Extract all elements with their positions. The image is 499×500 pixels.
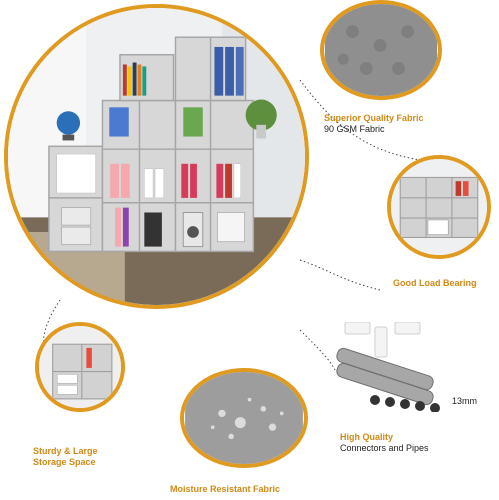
moisture-label: Moisture Resistant Fabric [170,484,310,495]
connectors-and-pipes-image [335,321,445,413]
fabric-title: Superior Quality Fabric [324,113,424,123]
load-bearing-image [387,155,491,259]
connectors-label: High Quality Connectors and Pipes [340,432,480,454]
fabric-label: Superior Quality Fabric 90 GSM Fabric [324,113,454,135]
connectors-title: High Quality [340,432,394,442]
load-label: Good Load Bearing [393,278,499,289]
storage-label: Sturdy & Large Storage Space [33,446,163,468]
load-title: Good Load Bearing [393,278,477,288]
pipe-dimension-value: 13mm [452,396,478,406]
main-shelf-image [4,4,309,309]
moisture-image [180,368,308,468]
storage-title-line1: Sturdy & Large [33,446,98,456]
moisture-title: Moisture Resistant Fabric [170,484,281,494]
fabric-texture-image [320,0,442,100]
connectors-subtitle: Connectors and Pipes [340,443,429,453]
storage-title-line2: Storage Space [33,457,96,467]
fabric-subtitle: 90 GSM Fabric [324,124,385,134]
storage-image [35,322,125,412]
pipe-dimension: 13mm [452,396,499,407]
shelf-scene-illustration [8,8,305,305]
